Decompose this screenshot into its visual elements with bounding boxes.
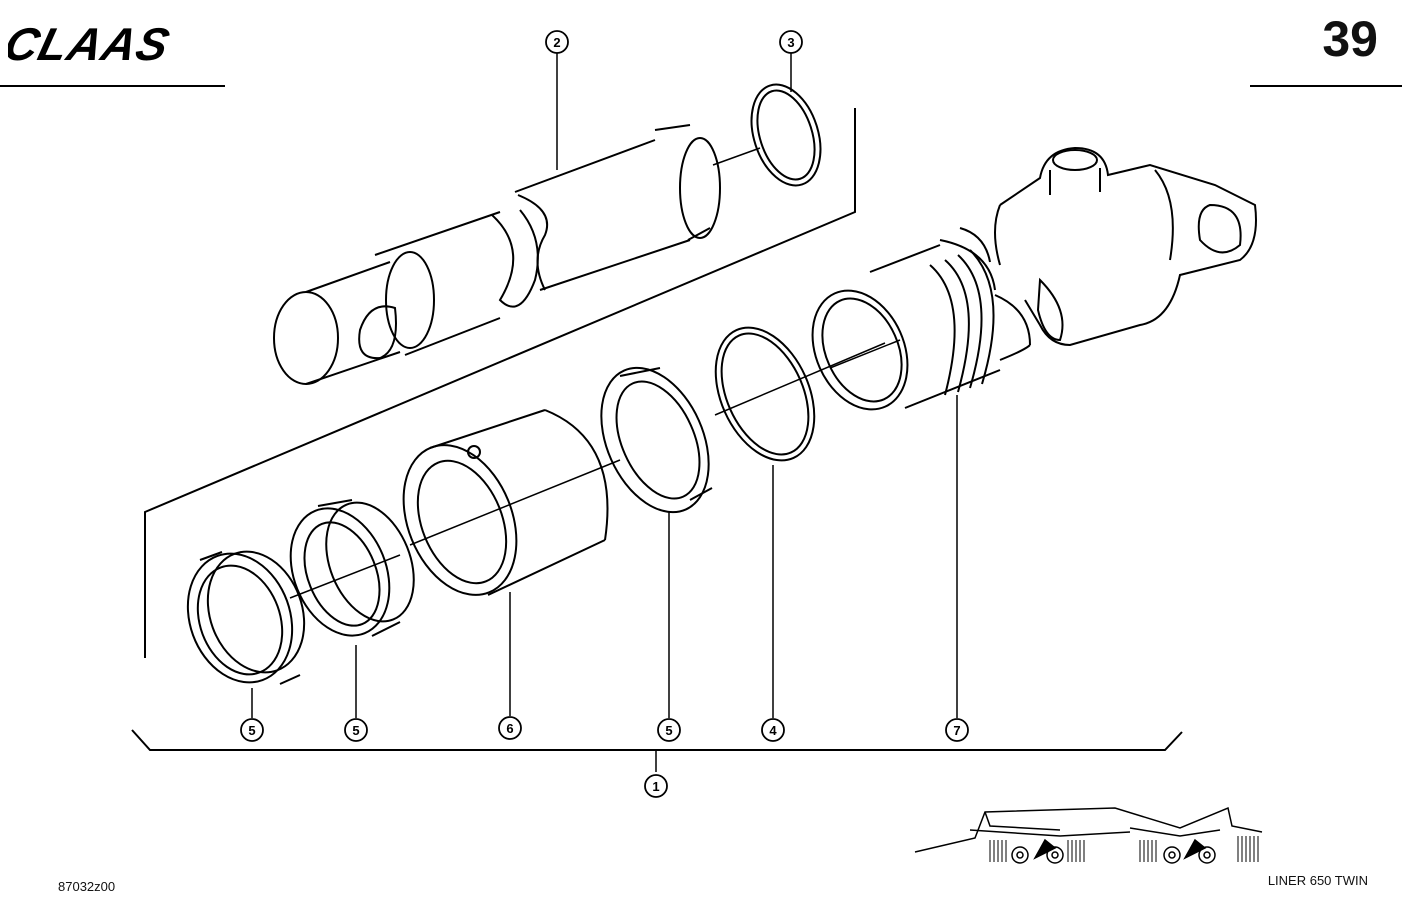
callout-circle-5c: [657, 718, 681, 742]
callout-4: 4: [769, 723, 777, 738]
subassembly-frame: [144, 108, 856, 658]
callout-circle-5b: [344, 718, 368, 742]
snap-ring: [750, 83, 822, 187]
callout-circle-3: [779, 30, 803, 54]
callout-5b: 5: [352, 723, 359, 738]
assembly-bracket: [131, 729, 1183, 751]
machine-model: LINER 650 TWIN: [1267, 873, 1368, 888]
callout-7: 7: [953, 723, 960, 738]
seal-ring-left: [186, 550, 306, 685]
axis-line-top: [712, 147, 761, 166]
guide-bushing: [402, 409, 609, 596]
callout-circle-7: [945, 718, 969, 742]
page-number: 39: [1322, 11, 1378, 67]
machine-thumbnail: [914, 806, 1263, 864]
callout-5c: 5: [665, 723, 672, 738]
brand-text: CLAAS: [8, 19, 175, 68]
claas-logo: CLAAS: [0, 18, 238, 73]
seal-ring-middle: [289, 499, 415, 637]
callout-circle-6: [498, 716, 522, 740]
callout-circle-2: [545, 30, 569, 54]
callout-2: 2: [553, 35, 560, 50]
drawing-number: 87032z00: [58, 879, 116, 894]
seal-ring-right: [600, 366, 713, 514]
cylinder-tube: [811, 146, 1257, 411]
callout-3: 3: [787, 35, 794, 50]
callout-6: 6: [506, 721, 513, 736]
callout-1: 1: [652, 779, 659, 794]
piston-rod: [273, 124, 721, 385]
callout-circle-5a: [240, 718, 264, 742]
callout-5a: 5: [248, 723, 255, 738]
callout-circle-4: [761, 718, 785, 742]
callout-circle-1: [644, 774, 668, 798]
